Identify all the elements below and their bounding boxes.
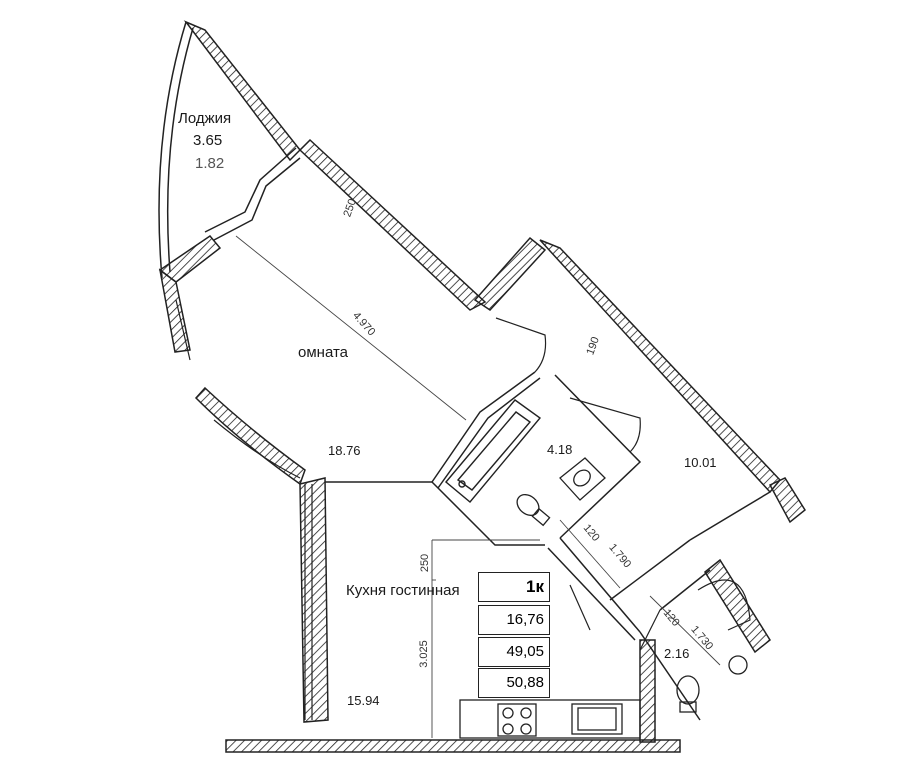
bathroom-area: 4.18 xyxy=(547,442,573,457)
dim-kitchen-250: 250 xyxy=(419,553,432,573)
kitchen-area: 15.94 xyxy=(347,693,380,708)
dim-kitchen-3025: 3.025 xyxy=(417,640,430,668)
loggia-area: 3.65 xyxy=(193,132,223,149)
wc-area: 2.16 xyxy=(664,646,690,661)
door-swings xyxy=(495,317,751,651)
sink-icon xyxy=(559,457,606,501)
room-area: 18.76 xyxy=(328,443,361,458)
dimension-lines xyxy=(235,235,721,738)
loggia-area-reduced: 1.82 xyxy=(195,155,225,172)
total-area: 49,05 xyxy=(478,637,550,667)
interior-walls xyxy=(204,147,771,721)
loggia-outline xyxy=(158,21,194,279)
kitchen-counter xyxy=(459,699,641,739)
wc-fixtures-icon xyxy=(676,655,748,713)
loggia-name: Лоджия xyxy=(178,110,232,127)
hall-area: 10.01 xyxy=(684,455,717,470)
room-name: омната xyxy=(298,344,348,361)
apartment-type: 1к xyxy=(478,572,550,602)
windows xyxy=(175,299,313,720)
living-area: 16,76 xyxy=(478,605,550,635)
toilet-icon xyxy=(516,494,551,527)
bathtub xyxy=(445,399,542,503)
total-with-loggia: 50,88 xyxy=(478,668,550,698)
exterior-walls xyxy=(158,20,806,753)
kitchen-name: Кухня гостинная xyxy=(346,582,460,599)
